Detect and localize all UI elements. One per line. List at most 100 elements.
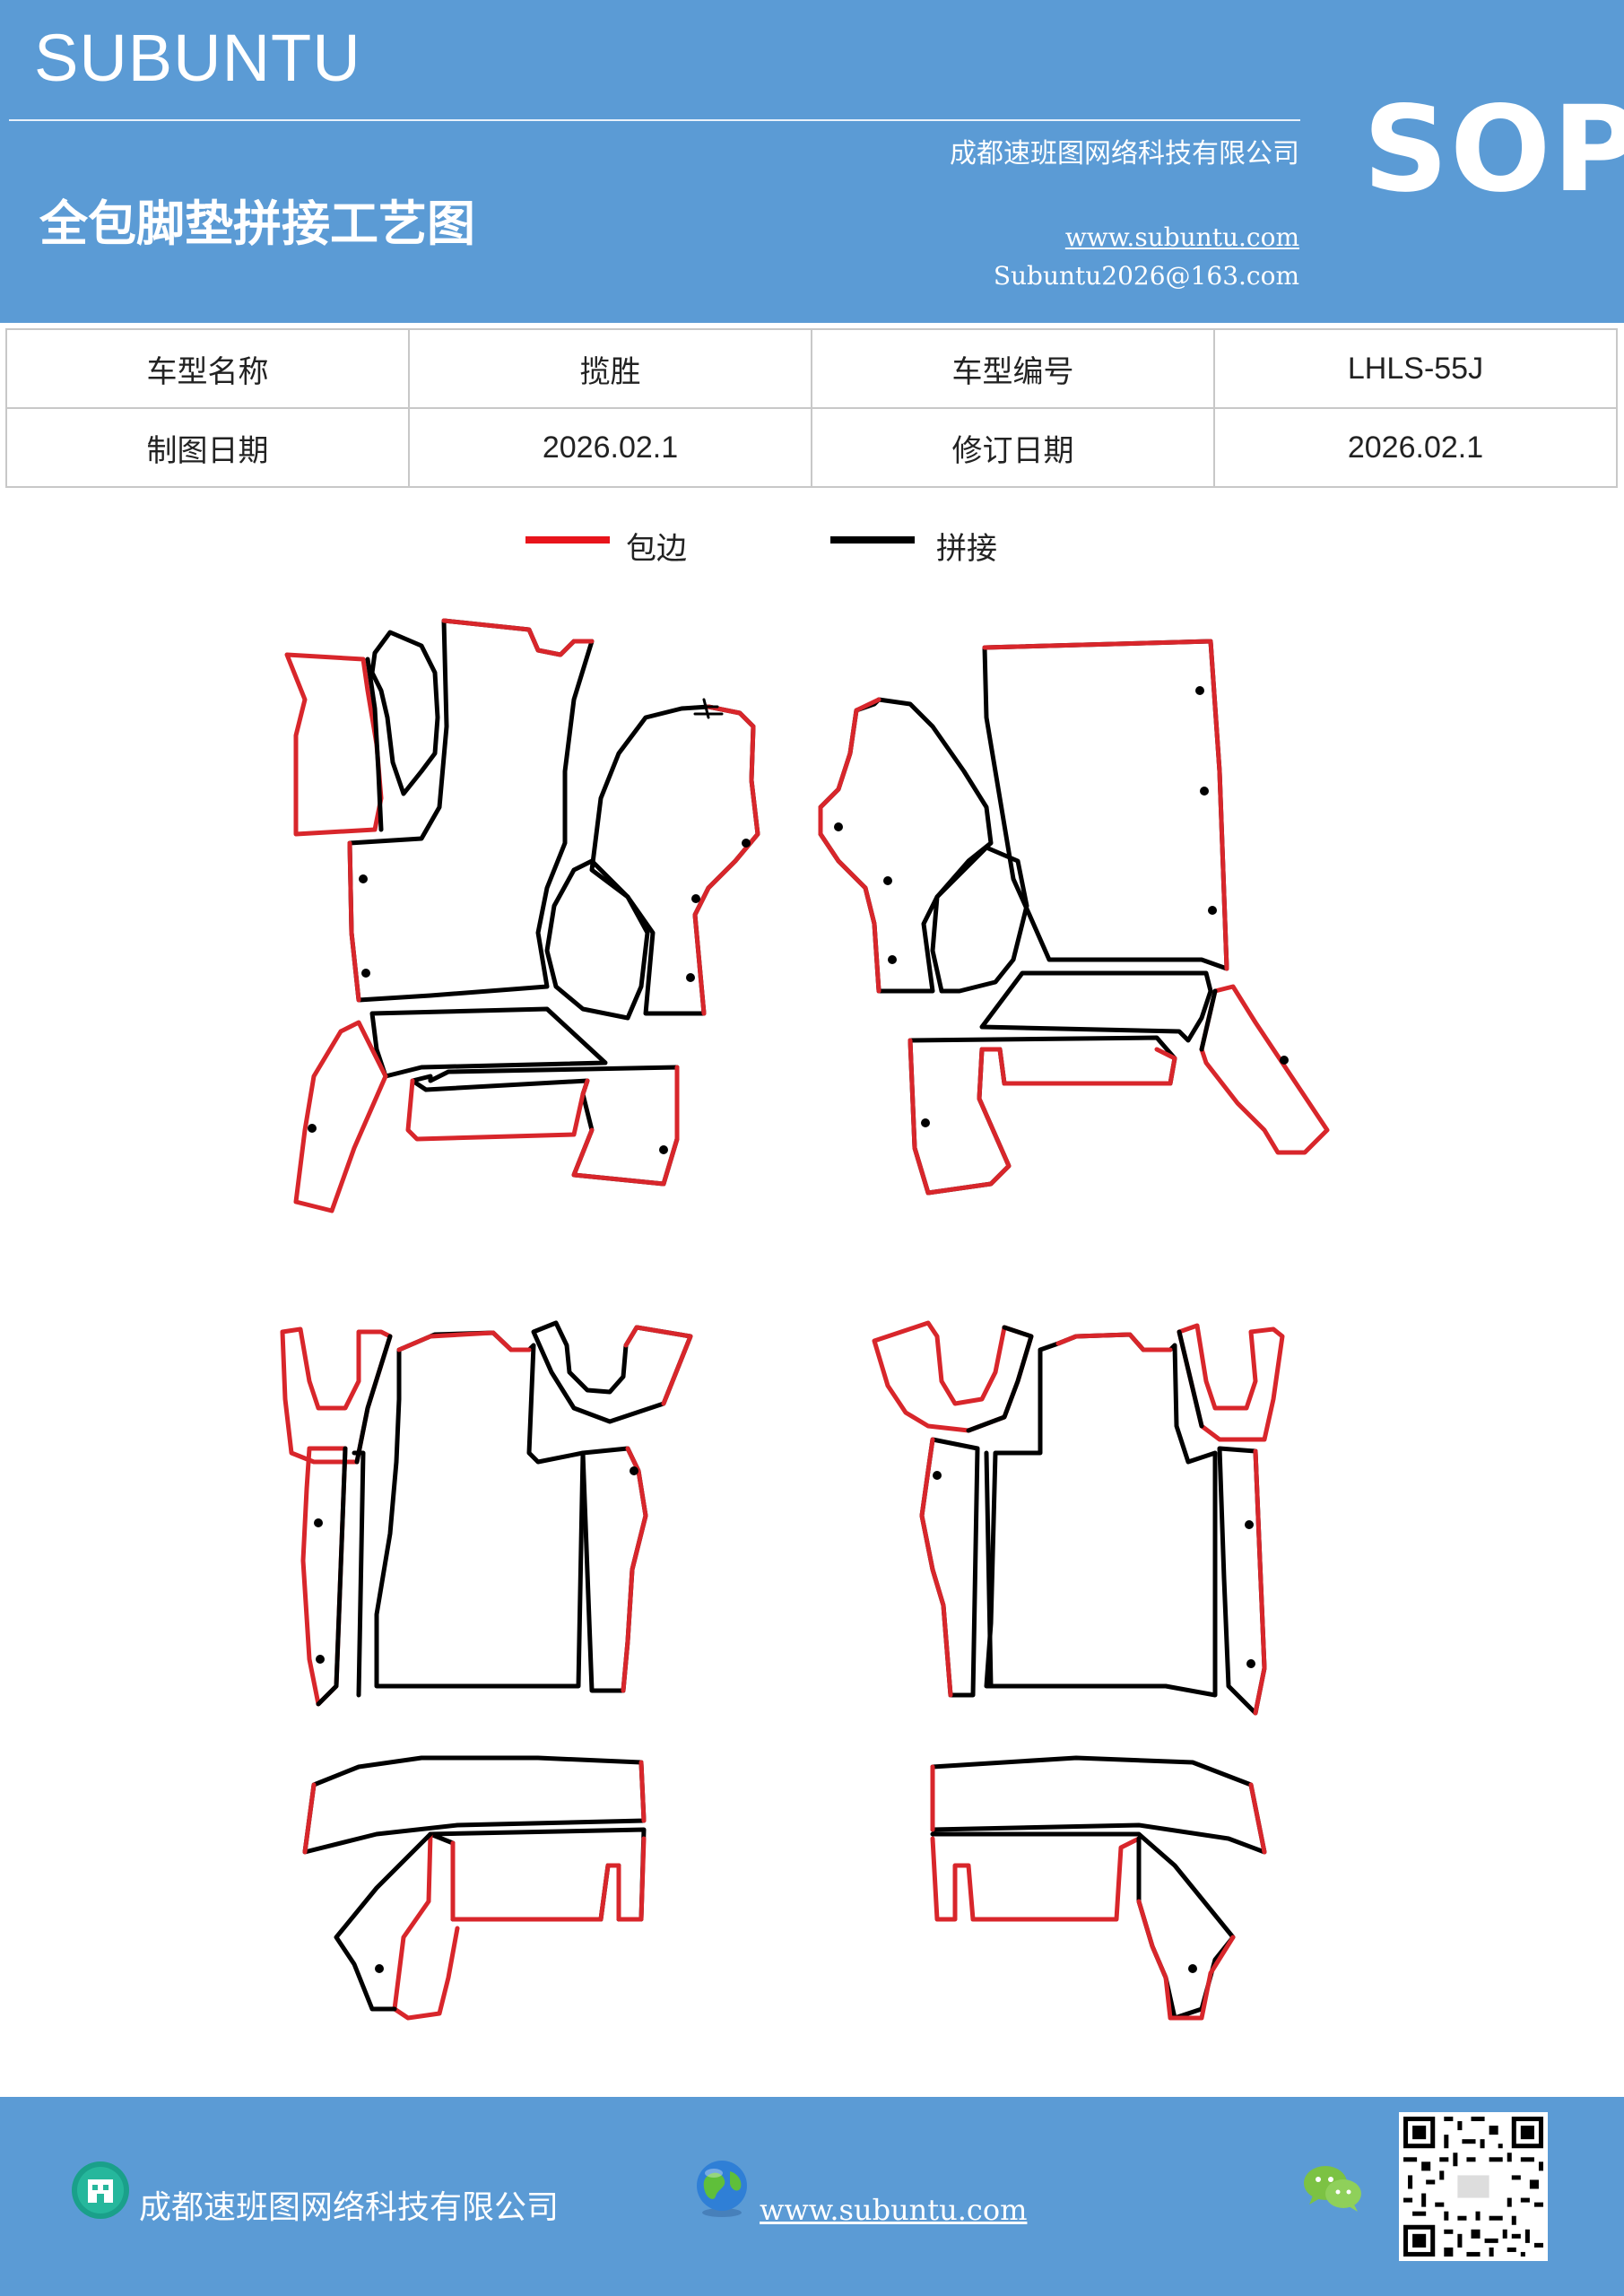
mat-piece — [284, 652, 384, 837]
fastener-dot — [742, 839, 751, 848]
mat-piece — [979, 970, 1213, 1043]
mat-piece — [984, 1332, 1218, 1698]
mat-edge — [405, 1078, 590, 1142]
mat-edge — [1248, 1782, 1267, 1855]
mat-piece — [589, 704, 760, 1016]
mat-piece — [369, 1006, 608, 1079]
mat-edge — [347, 840, 361, 1003]
label-drawing-date: 制图日期 — [5, 407, 410, 488]
mat-edge — [930, 1836, 1142, 1922]
value-model-code: LHLS-55J — [1213, 328, 1618, 409]
mat-edge — [621, 1446, 648, 1693]
mat-piece — [428, 1827, 647, 1922]
mat-edge — [441, 618, 595, 657]
mat-piece — [293, 1020, 388, 1213]
fastener-dot — [1195, 686, 1204, 695]
fastener-dot — [1208, 906, 1217, 915]
mat-piece — [302, 1755, 647, 1855]
header-website-link[interactable]: www.subuntu.com — [1064, 222, 1299, 252]
fastener-dot — [686, 973, 695, 982]
fastener-dot — [883, 876, 892, 885]
fastener-dot — [630, 1466, 638, 1475]
mat-piece — [544, 858, 650, 1021]
seam — [316, 1446, 348, 1707]
floor-mat-splicing-diagram — [280, 618, 1330, 2021]
fastener-dot — [316, 1655, 325, 1664]
mat-piece — [369, 630, 440, 796]
document-title: 全包脚垫拼接工艺图 — [39, 196, 475, 252]
mat-edge — [1055, 1332, 1173, 1352]
value-revision-date: 2026.02.1 — [1213, 407, 1618, 488]
fastener-dot — [1245, 1520, 1254, 1529]
header-company-name: 成都速班图网络科技有限公司 — [950, 138, 1299, 170]
header-banner — [0, 0, 1624, 323]
building-icon — [72, 2161, 129, 2219]
mat-edge — [571, 1065, 680, 1187]
seam — [984, 1450, 994, 1689]
mat-piece — [1177, 1323, 1285, 1442]
label-model-name: 车型名称 — [5, 328, 410, 409]
mat-piece — [410, 1065, 680, 1187]
footer-website-link[interactable]: www.subuntu.com — [760, 2193, 1028, 2227]
fastener-dot — [691, 894, 700, 903]
footer-company-name: 成都速班图网络科技有限公司 — [139, 2189, 560, 2226]
sop-badge: SOP — [1363, 81, 1624, 219]
value-drawing-date: 2026.02.1 — [408, 407, 812, 488]
seam — [930, 1831, 1236, 2021]
mat-piece — [930, 1755, 1267, 1855]
mat-piece — [580, 1446, 648, 1693]
fastener-dot — [375, 1964, 384, 1973]
fastener-dot — [1188, 1964, 1197, 1973]
legend-binding-swatch — [525, 536, 610, 544]
mark — [693, 698, 724, 719]
mat-edge — [692, 704, 760, 1016]
mat-piece — [908, 1035, 1177, 1196]
mat-piece — [280, 1326, 393, 1465]
label-model-code: 车型编号 — [811, 328, 1215, 409]
seam — [334, 1831, 433, 2012]
fastener-dot — [361, 969, 370, 978]
mat-edge — [396, 1330, 532, 1352]
mat-piece — [930, 845, 1029, 994]
seam — [365, 657, 384, 832]
globe-icon — [697, 2161, 747, 2217]
seam — [1177, 1329, 1204, 1429]
rear-right-mat-group — [872, 1320, 1285, 2021]
mat-edge — [908, 1038, 1177, 1196]
mat-edge — [1136, 1899, 1236, 2021]
qr-code[interactable] — [1399, 2112, 1548, 2261]
wechat-icon[interactable] — [1302, 2161, 1365, 2215]
mat-edge — [638, 1760, 647, 1823]
fastener-dot — [834, 822, 843, 831]
legend-seam-swatch — [830, 536, 915, 544]
seam — [352, 1450, 366, 1698]
mat-edge — [919, 1437, 953, 1698]
mat-edge — [982, 639, 1229, 971]
rear-left-mat-group — [280, 1320, 693, 2021]
table-row: 制图日期 2026.02.1 修订日期 2026.02.1 — [5, 407, 1618, 488]
seam — [966, 1325, 1034, 1433]
front-right-mat-group — [818, 639, 1330, 1196]
fastener-dot — [314, 1518, 323, 1527]
fastener-dot — [359, 874, 368, 883]
mat-edge — [818, 697, 881, 994]
mat-piece — [818, 697, 994, 994]
fastener-dot — [659, 1145, 668, 1154]
mat-piece — [374, 1330, 586, 1689]
mat-edge — [623, 1325, 693, 1406]
fastener-dot — [933, 1471, 942, 1480]
header-email: Subuntu2026@163.com — [993, 261, 1299, 291]
mat-piece — [1199, 984, 1330, 1155]
value-model-name: 揽胜 — [408, 328, 812, 409]
mat-piece — [531, 1320, 693, 1424]
legend-seam-label: 拼接 — [936, 531, 997, 567]
fastener-dot — [1280, 1056, 1289, 1065]
header-divider — [9, 119, 1300, 121]
fastener-dot — [1200, 787, 1209, 796]
front-left-mat-group — [284, 618, 760, 1213]
mat-edge — [302, 1782, 317, 1855]
vehicle-info-table: 车型名称 揽胜 车型编号 LHLS-55J 制图日期 2026.02.1 修订日… — [5, 328, 1618, 488]
fastener-dot — [308, 1124, 317, 1133]
mat-piece — [347, 618, 595, 1003]
fastener-dot — [1246, 1659, 1255, 1668]
